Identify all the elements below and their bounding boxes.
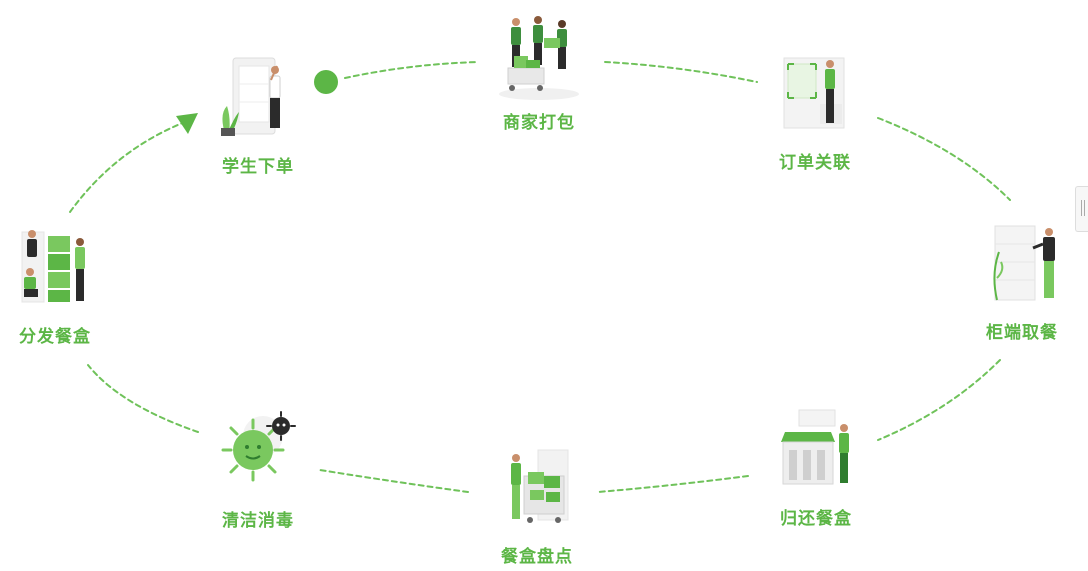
- side-scroll-handle[interactable]: [1075, 186, 1088, 232]
- step-clean-disinfect: 清洁消毒: [198, 410, 318, 531]
- step-student-order: 学生下单: [198, 56, 318, 177]
- return-station-icon: [771, 408, 861, 498]
- cycle-start-dot: [314, 70, 338, 94]
- step-distribute-box: 分发餐盒: [0, 226, 115, 347]
- connector-clean-to-distribute: [87, 364, 199, 433]
- step-label: 柜端取餐: [986, 323, 1058, 343]
- step-label: 商家打包: [503, 113, 575, 133]
- connector-distribute-to-order: [69, 121, 186, 213]
- distribute-boxes-icon: [10, 226, 100, 316]
- step-merchant-pack: 商家打包: [479, 12, 599, 133]
- step-box-inventory: 餐盒盘点: [477, 446, 597, 567]
- connector-pickup-to-return: [877, 359, 1001, 441]
- connector-pack-to-link: [604, 61, 758, 83]
- order-scan-icon: [770, 52, 860, 142]
- connector-order-to-pack: [344, 61, 479, 79]
- step-return-box: 归还餐盒: [756, 408, 876, 529]
- connector-return-to-inventory: [597, 475, 749, 493]
- step-label: 归还餐盒: [780, 509, 852, 529]
- step-cabinet-pickup: 柜端取餐: [962, 222, 1082, 343]
- step-label: 分发餐盒: [19, 327, 91, 347]
- step-label: 餐盒盘点: [501, 547, 573, 567]
- packing-team-icon: [494, 12, 584, 102]
- connector-inventory-to-clean: [319, 469, 469, 493]
- inventory-cart-icon: [492, 446, 582, 536]
- step-label: 学生下单: [222, 157, 294, 177]
- connector-link-to-pickup: [877, 117, 1011, 201]
- cycle-arrowhead: [176, 113, 198, 134]
- step-label: 清洁消毒: [222, 511, 294, 531]
- cabinet-pickup-icon: [977, 222, 1067, 312]
- step-order-link: 订单关联: [755, 52, 875, 173]
- phone-order-icon: [213, 56, 303, 146]
- virus-icon: [213, 410, 303, 500]
- step-label: 订单关联: [779, 153, 851, 173]
